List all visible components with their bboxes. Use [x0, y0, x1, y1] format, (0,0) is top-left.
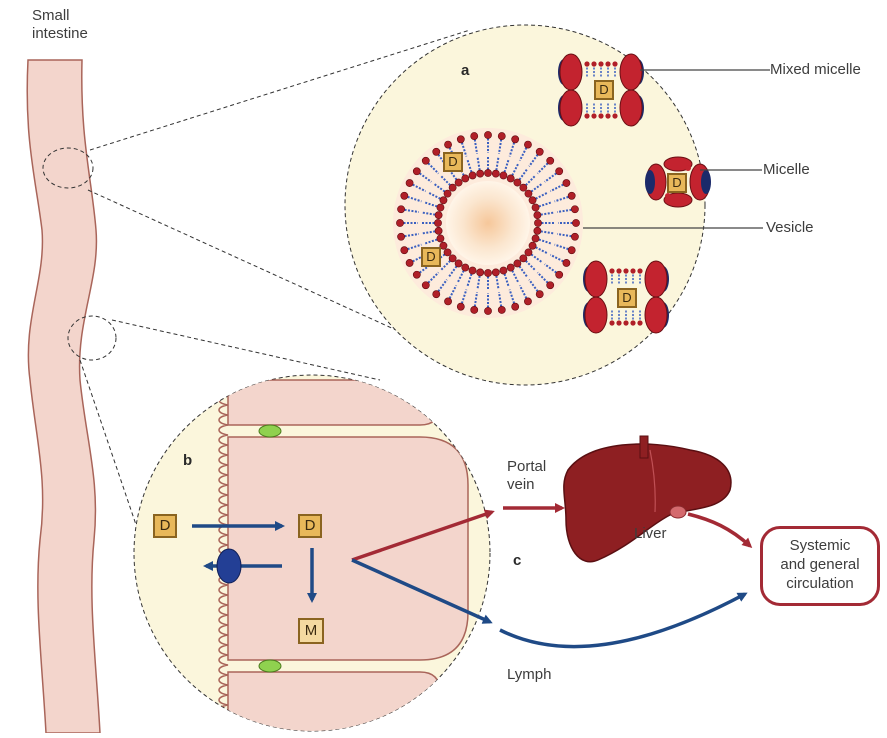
systemic-circulation-box: Systemic and general circulation — [760, 526, 880, 606]
label-panel-a: a — [461, 62, 469, 80]
small-intestine-tube — [27, 60, 100, 733]
label-vesicle: Vesicle — [766, 219, 814, 237]
zoom-line-b-top — [112, 320, 380, 380]
tight-junction-bottom — [259, 660, 281, 672]
drug-box-lumen: D — [153, 514, 177, 538]
drug-box-vesicle-top: D — [443, 152, 463, 172]
vesicle — [393, 128, 583, 318]
arrow-lymph-to-circulation — [500, 594, 745, 647]
label-systemic-circulation: Systemic and general circulation — [763, 536, 877, 593]
metabolite-box: M — [298, 618, 324, 644]
label-portal-vein: Portal vein — [507, 458, 546, 494]
label-mixed-micelle: Mixed micelle — [770, 61, 861, 79]
efflux-transporter — [217, 549, 241, 583]
drug-box-mixed-micelle-top: D — [594, 80, 614, 100]
label-micelle: Micelle — [763, 161, 810, 179]
label-panel-c: c — [513, 552, 521, 570]
tight-junction-top — [259, 425, 281, 437]
label-small-intestine: Small intestine — [32, 7, 88, 43]
arrow-liver-to-circulation — [688, 514, 750, 546]
drug-box-mixed-micelle-bottom: D — [617, 288, 637, 308]
drug-box-micelle: D — [667, 173, 687, 193]
label-liver: Liver — [634, 525, 667, 543]
drug-box-cell: D — [298, 514, 322, 538]
label-panel-b: b — [183, 452, 192, 470]
label-lymph: Lymph — [507, 666, 551, 684]
drug-box-vesicle-left: D — [421, 247, 441, 267]
